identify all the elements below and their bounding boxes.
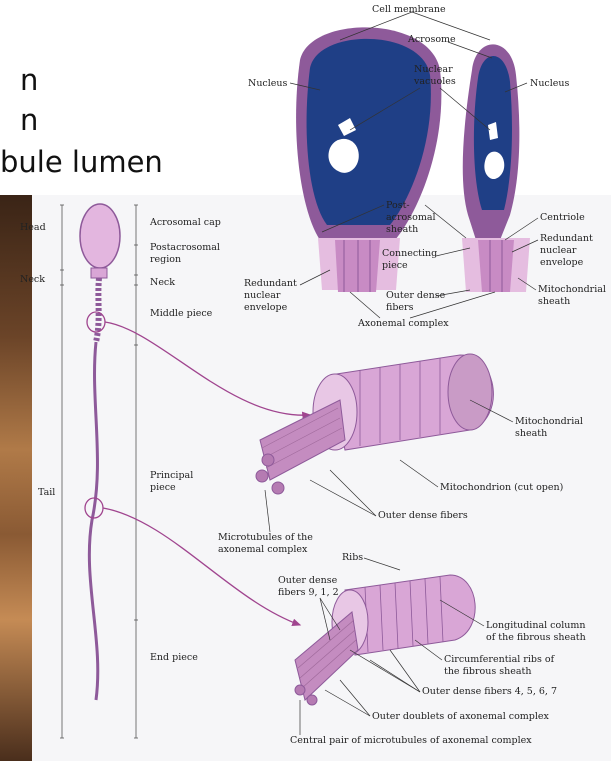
- label-middle-piece: Middle piece: [150, 308, 213, 319]
- label-mid-outer-dense: Outer dense fibers: [378, 510, 468, 521]
- label-nucleus-left: Nucleus: [248, 78, 288, 89]
- label-mid-mito-sheath: Mitochondrial: [515, 416, 583, 427]
- label-outer-doublets: Outer doublets of axonemal complex: [372, 711, 550, 722]
- label-central-pair: Central pair of microtubules of axonemal…: [290, 735, 532, 746]
- label-redundant-left-2: nuclear: [244, 290, 281, 301]
- label-acrosomal-cap: Acrosomal cap: [149, 217, 221, 228]
- label-microtubules-2: axonemal complex: [218, 544, 308, 555]
- label-principal-piece-2: piece: [150, 482, 176, 493]
- label-mito-cut-open: Mitochondrion (cut open): [440, 482, 563, 493]
- label-postacrosomal: Postacrosomal: [150, 242, 220, 253]
- head-section-side: [462, 44, 530, 292]
- label-redundant-right: Redundant: [540, 233, 593, 244]
- label-mito-sheath: Mitochondrial: [538, 284, 606, 295]
- label-head: Head: [20, 222, 46, 233]
- label-circumferential-ribs: Circumferential ribs of: [444, 654, 556, 665]
- label-connecting-piece-2: piece: [382, 260, 408, 271]
- label-outer-dense-912-2: fibers 9, 1, 2: [278, 587, 339, 598]
- label-mito-sheath-2: sheath: [538, 296, 570, 307]
- middle-piece-cylinder: [256, 354, 493, 494]
- label-principal-piece: Principal: [150, 470, 193, 481]
- label-nucleus-right: Nucleus: [530, 78, 570, 89]
- label-end-piece: End piece: [150, 652, 198, 663]
- label-acrosome: Acrosome: [407, 34, 456, 45]
- label-post-acrosomal: Post-: [386, 200, 410, 211]
- label-redundant-left-3: envelope: [244, 302, 288, 313]
- label-circumferential-ribs-2: the fibrous sheath: [444, 666, 532, 677]
- label-connecting-piece: Connecting: [382, 248, 437, 259]
- arrow-to-principal-piece: [103, 508, 300, 625]
- whole-sperm: [80, 204, 120, 700]
- label-longitudinal-column: Longitudinal column: [486, 620, 586, 631]
- label-outer-dense-4567: Outer dense fibers 4, 5, 6, 7: [422, 686, 557, 697]
- label-redundant-right-2: nuclear: [540, 245, 577, 256]
- label-nuclear-vacuoles: Nuclear: [414, 64, 453, 75]
- label-mid-mito-sheath-2: sheath: [515, 428, 547, 439]
- label-tail: Tail: [38, 487, 55, 498]
- label-redundant-right-3: envelope: [540, 257, 584, 268]
- label-nuclear-vacuoles-2: vacuoles: [413, 76, 456, 87]
- label-postacrosomal-2: region: [150, 254, 181, 265]
- label-post-acrosomal-3: sheath: [386, 224, 418, 235]
- label-microtubules: Microtubules of the: [218, 532, 313, 543]
- label-outer-dense-2: fibers: [386, 302, 414, 313]
- label-longitudinal-column-2: of the fibrous sheath: [486, 632, 586, 643]
- label-centriole: Centriole: [540, 212, 585, 223]
- label-neck: Neck: [20, 274, 45, 285]
- sperm-labels: Head Neck Tail Acrosomal cap Postacrosom…: [20, 217, 221, 663]
- label-outer-dense: Outer dense: [386, 290, 446, 301]
- label-axonemal-complex: Axonemal complex: [357, 318, 449, 329]
- label-neck-right: Neck: [150, 277, 175, 288]
- label-post-acrosomal-2: acrosomal: [386, 212, 436, 223]
- label-ribs: Ribs: [342, 552, 363, 563]
- label-outer-dense-912: Outer dense: [278, 575, 338, 586]
- label-redundant-left: Redundant: [244, 278, 297, 289]
